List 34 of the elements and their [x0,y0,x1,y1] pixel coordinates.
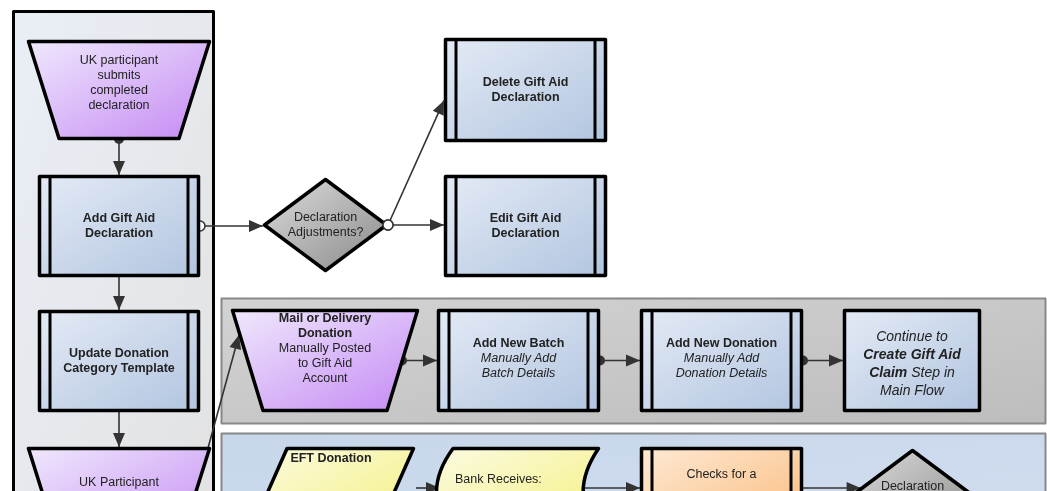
shape-label: Manually Add Donation Details [674,351,769,381]
shape-label: Checks for a [685,467,758,482]
arrow [113,410,125,448]
swimlane [12,10,215,491]
reference-box [843,309,981,412]
shape-label: Add Gift Aid Declaration [81,211,157,241]
shape-label: Delete Gift Aid Declaration [481,75,570,105]
shape-label: Continue to Create Gift Aid Claim Step in Main Flow [862,327,962,399]
shape-label: Declaration [879,479,946,491]
process-box [444,38,607,142]
manual-input-shape [231,309,419,412]
swimlane [220,297,1047,425]
shape-label: Manually Posted to Gift Aid Account [277,341,373,386]
shape-label: Declaration Adjustments? [286,210,365,240]
process-box [38,175,200,277]
shape-label: UK Participant [78,475,160,490]
process-box [444,175,607,277]
process-box [38,310,200,412]
process-box [437,309,600,412]
manual-input-shape [27,40,211,140]
arrow [584,482,641,491]
shape-label: Edit Gift Aid Declaration [488,211,563,241]
shape-label: Add New Batch [471,336,566,351]
arrow [802,482,862,491]
shape-label: Update Donation Category Template [62,346,176,376]
shape-label: UK participant submits completed declaration [78,53,160,113]
shape-label: Manually Add Batch Details [479,351,558,381]
shape-label: EFT Donation [289,451,373,466]
shape-label: Add New Donation [664,336,779,351]
arrow [382,219,445,231]
shape-label: Mail or Delivery Donation [277,311,373,341]
process-box [640,309,803,412]
shape-label: Bank Receives: [455,472,543,487]
arrow [113,275,125,311]
